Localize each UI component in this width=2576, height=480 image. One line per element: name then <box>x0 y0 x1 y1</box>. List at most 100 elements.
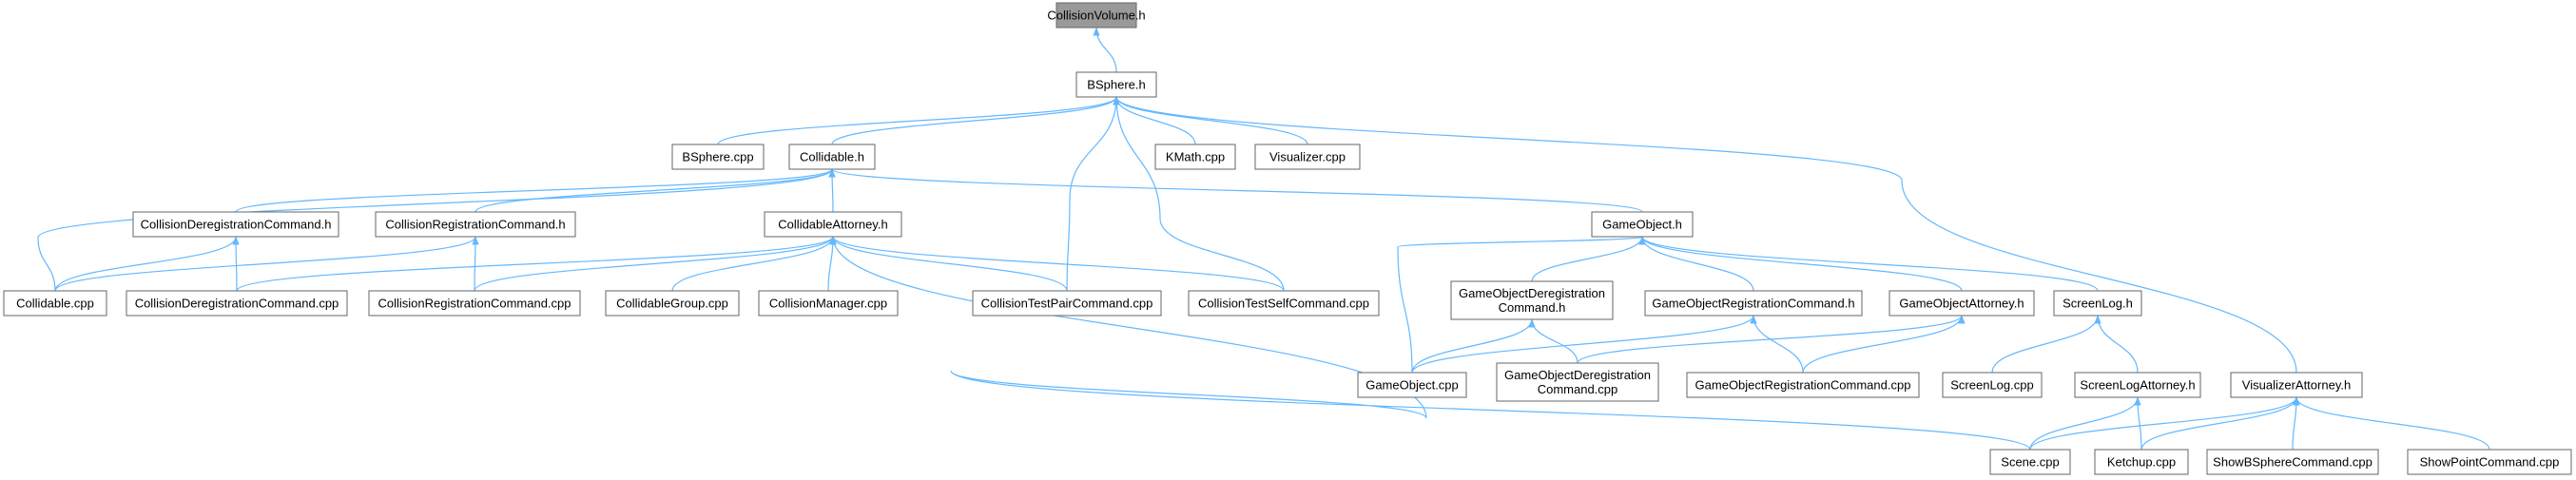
node-bsphere-cpp[interactable]: BSphere.cpp <box>671 144 765 170</box>
edge-bsphere_cpp-to-bsphere_h <box>717 96 1120 145</box>
node-collisiontestselfcommand-cpp[interactable]: CollisionTestSelfCommand.cpp <box>1188 290 1380 317</box>
node-box <box>1254 144 1361 170</box>
node-box <box>1075 71 1157 98</box>
node-box <box>1450 280 1614 320</box>
node-screenlog-cpp[interactable]: ScreenLog.cpp <box>1942 372 2043 398</box>
edge-gameobject_cpp-to-gameobjectregistrationcommand_h <box>1411 315 1757 374</box>
node-label: Collidable.h <box>800 150 864 164</box>
edge-bsphere_h-to-collisionvolume_h <box>1093 27 1117 73</box>
node-bsphere-h[interactable]: BSphere.h <box>1075 71 1157 98</box>
node-box <box>1188 290 1380 317</box>
node-label: GameObjectAttorney.h <box>1899 297 2024 311</box>
node-label: Scene.cpp <box>2001 455 2059 470</box>
edge-scene_cpp-to-visualizerattorney_h <box>2029 396 2300 451</box>
node-screenlogattorney-h[interactable]: ScreenLogAttorney.h <box>2074 372 2201 398</box>
node-label: Collidable.cpp <box>16 297 94 311</box>
node-box <box>671 144 765 170</box>
edge-ketchup_cpp-to-visualizerattorney_h <box>2140 396 2300 451</box>
node-collisionregistrationcommand-cpp[interactable]: CollisionRegistrationCommand.cpp <box>368 290 581 317</box>
edge-gameobject_cpp-to-gameobject_h <box>1397 236 1646 374</box>
node-label: Visualizer.cpp <box>1269 150 1346 164</box>
node-visualizerattorney-h[interactable]: VisualizerAttorney.h <box>2230 372 2363 398</box>
node-ketchup-cpp[interactable]: Ketchup.cpp <box>2094 449 2189 475</box>
edge-gameobjectderegistrationcommand_cpp-to-gameobjectattorney_h <box>1577 315 1966 364</box>
node-collidableattorney-h[interactable]: CollidableAttorney.h <box>764 211 902 238</box>
node-label: GameObjectDeregistration <box>1459 286 1605 300</box>
node-label: CollisionRegistrationCommand.cpp <box>378 297 571 311</box>
edge-collisiontestselfcommand_cpp-to-collidableattorney_h <box>829 236 1285 292</box>
node-box <box>126 290 348 317</box>
node-box <box>2230 372 2363 398</box>
node-scene-cpp[interactable]: Scene.cpp <box>1989 449 2071 475</box>
node-box <box>2074 372 2201 398</box>
node-gameobjectattorney-h[interactable]: GameObjectAttorney.h <box>1888 290 2035 317</box>
node-box <box>1591 211 1694 238</box>
node-box <box>1056 2 1137 29</box>
node-label: CollisionTestSelfCommand.cpp <box>1198 297 1369 311</box>
node-collidable-cpp[interactable]: Collidable.cpp <box>3 290 107 317</box>
node-gameobject-h[interactable]: GameObject.h <box>1591 211 1694 238</box>
node-collidablegroup-cpp[interactable]: CollidableGroup.cpp <box>605 290 740 317</box>
node-label: VisualizerAttorney.h <box>2242 378 2351 393</box>
edge-showpointcommand_cpp-to-visualizerattorney_h <box>2293 396 2490 451</box>
edge-gameobjectregistrationcommand_h-to-gameobject_h <box>1638 236 1754 292</box>
node-label: CollisionDeregistrationCommand.cpp <box>135 297 339 311</box>
node-collisionderegistrationcommand-cpp[interactable]: CollisionDeregistrationCommand.cpp <box>126 290 348 317</box>
edge-collidable_cpp-to-collisionderegistrationcommand_h <box>54 236 240 292</box>
edge-visualizer_cpp-to-bsphere_h <box>1113 96 1308 145</box>
node-label: KMath.cpp <box>1166 150 1225 164</box>
edge-screenlog_cpp-to-screenlog_h <box>1991 315 2101 374</box>
edge-ketchup_cpp-to-screenlogattorney_h <box>2134 396 2142 451</box>
node-screenlog-h[interactable]: ScreenLog.h <box>2053 290 2142 317</box>
node-box <box>1644 290 1863 317</box>
node-label: GameObject.h <box>1602 218 1682 232</box>
edges-layer <box>37 27 2490 451</box>
edge-scene_cpp-to-collidableattorney_h <box>829 236 2031 451</box>
node-collisiontestpaircommand-cpp[interactable]: CollisionTestPairCommand.cpp <box>972 290 1162 317</box>
node-box <box>368 290 581 317</box>
edge-collisionregistrationcommand_cpp-to-collidableattorney_h <box>474 236 837 292</box>
node-box <box>788 144 876 170</box>
node-collisionvolume-h[interactable]: CollisionVolume.h <box>1047 2 1146 29</box>
node-box <box>3 290 107 317</box>
edge-gameobject_cpp-to-gameobjectderegistrationcommand_h <box>1411 318 1536 374</box>
node-showpointcommand-cpp[interactable]: ShowPointCommand.cpp <box>2407 449 2572 475</box>
edge-screenlog_h-to-gameobject_h <box>1638 236 2099 292</box>
edge-collisionderegistrationcommand_cpp-to-collidableattorney_h <box>236 236 837 292</box>
node-label: CollisionRegistrationCommand.h <box>385 218 565 232</box>
edge-collidable_h-to-bsphere_h <box>831 96 1120 145</box>
node-showbspherecommand-cpp[interactable]: ShowBSphereCommand.cpp <box>2206 449 2379 475</box>
node-box <box>1888 290 2035 317</box>
node-gameobjectregistrationcommand-h[interactable]: GameObjectRegistrationCommand.h <box>1644 290 1863 317</box>
edge-gameobjectderegistrationcommand_cpp-to-gameobjectderegistrationcommand_h <box>1528 318 1579 364</box>
node-label: CollisionManager.cpp <box>769 297 887 311</box>
node-label: ScreenLog.h <box>2063 297 2133 311</box>
edge-showbspherecommand_cpp-to-visualizerattorney_h <box>2292 396 2300 451</box>
node-visualizer-cpp[interactable]: Visualizer.cpp <box>1254 144 1361 170</box>
node-kmath-cpp[interactable]: KMath.cpp <box>1154 144 1236 170</box>
node-label: ShowBSphereCommand.cpp <box>2213 455 2373 470</box>
node-label: CollidableAttorney.h <box>778 218 887 232</box>
node-gameobject-cpp[interactable]: GameObject.cpp <box>1357 372 1467 398</box>
node-collidable-h[interactable]: Collidable.h <box>788 144 876 170</box>
node-collisionderegistrationcommand-h[interactable]: CollisionDeregistrationCommand.h <box>132 211 339 238</box>
node-collisionmanager-cpp[interactable]: CollisionManager.cpp <box>758 290 899 317</box>
node-box <box>1357 372 1467 398</box>
node-box <box>2053 290 2142 317</box>
edge-kmath_cpp-to-bsphere_h <box>1113 96 1196 145</box>
edge-collisiontestselfcommand_cpp-to-bsphere_h <box>1113 96 1285 292</box>
node-label: ShowPointCommand.cpp <box>2420 455 2560 470</box>
node-gameobjectregistrationcommand-cpp[interactable]: GameObjectRegistrationCommand.cpp <box>1686 372 1920 398</box>
node-label: ScreenLog.cpp <box>1950 378 2033 393</box>
edge-collisiontestpaircommand_cpp-to-collidableattorney_h <box>829 236 1068 292</box>
edge-screenlogattorney_h-to-screenlog_h <box>2094 315 2139 374</box>
node-collisionregistrationcommand-h[interactable]: CollisionRegistrationCommand.h <box>375 211 576 238</box>
node-box <box>758 290 899 317</box>
node-label: GameObjectRegistrationCommand.h <box>1652 297 1854 311</box>
node-box <box>375 211 576 238</box>
node-label: Ketchup.cpp <box>2107 455 2176 470</box>
